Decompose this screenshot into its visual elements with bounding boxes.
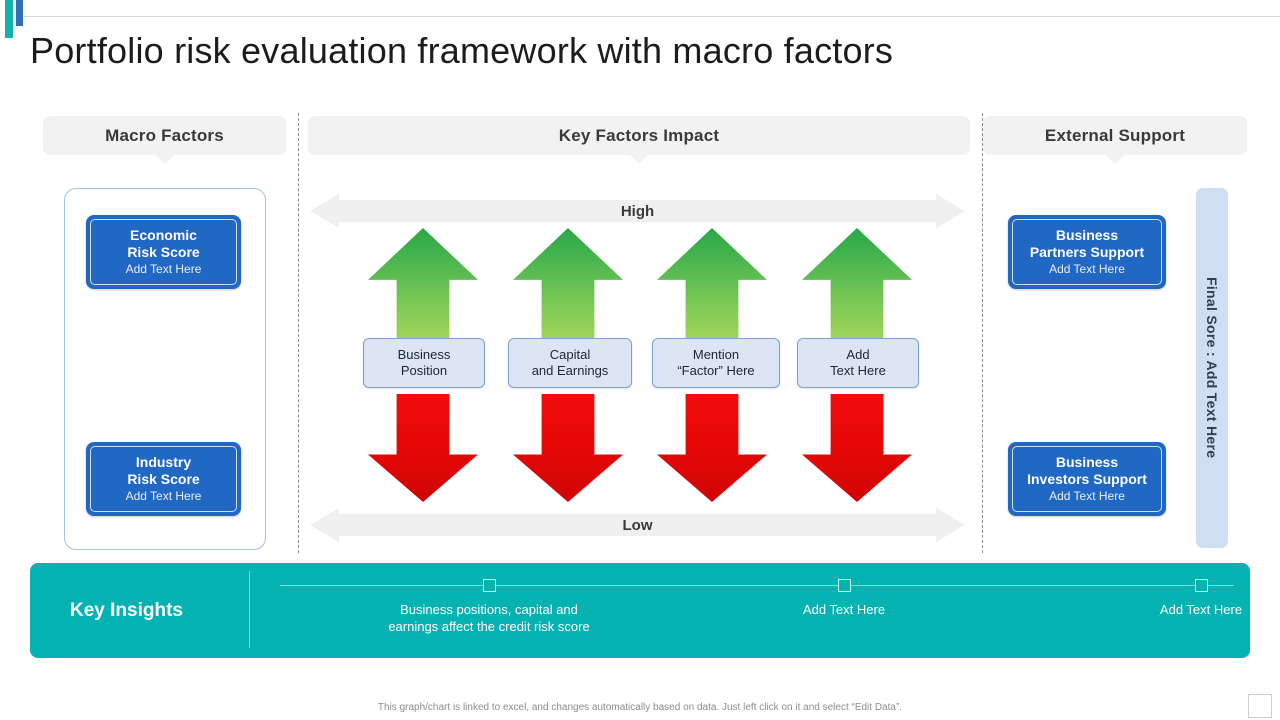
key-insights-timeline bbox=[280, 585, 1234, 586]
arrow-down-icon bbox=[657, 394, 767, 502]
factor-label-line2: Position bbox=[400, 363, 448, 378]
arrow-down-icon bbox=[513, 394, 623, 502]
card-title-line2: Risk Score bbox=[127, 471, 200, 487]
factor-column-business-position[interactable]: Business Position bbox=[363, 228, 485, 502]
accent-bar-blue bbox=[16, 0, 23, 26]
factor-label-line1: Capital bbox=[549, 347, 591, 362]
arrow-down-icon bbox=[802, 394, 912, 502]
key-insight-text: Business positions, capital and earnings… bbox=[359, 601, 619, 635]
factor-label-line1: Add bbox=[846, 347, 870, 362]
column-header-key-factors-impact: Key Factors Impact bbox=[308, 116, 970, 164]
scale-bar-body bbox=[339, 514, 936, 536]
arrow-left-icon bbox=[310, 508, 339, 542]
card-economic-risk-score[interactable]: Economic Risk Score Add Text Here bbox=[86, 215, 241, 289]
factor-label-line1: Business bbox=[397, 347, 451, 362]
factor-label: Business Position bbox=[363, 338, 485, 388]
arrow-up-icon bbox=[802, 228, 912, 346]
column-header-external-support: External Support bbox=[983, 116, 1247, 164]
factor-label-line2: “Factor” Here bbox=[677, 363, 755, 378]
scale-bar-low: Low bbox=[310, 508, 965, 542]
key-insight-text-line1: Add Text Here bbox=[802, 602, 886, 617]
key-insight-text-line1: Add Text Here bbox=[1159, 602, 1243, 617]
card-title: Industry Risk Score bbox=[127, 454, 199, 488]
key-insight-text: Add Text Here bbox=[1071, 601, 1250, 618]
card-title: Business Investors Support bbox=[1027, 454, 1147, 488]
accent-bar-teal bbox=[5, 0, 13, 38]
column-header-macro-factors: Macro Factors bbox=[43, 116, 286, 164]
arrow-up-icon bbox=[657, 228, 767, 346]
square-marker-icon bbox=[1195, 579, 1208, 592]
key-insights-panel: Key Insights Business positions, capital… bbox=[30, 563, 1250, 658]
factor-column-add-text-here[interactable]: Add Text Here bbox=[797, 228, 919, 502]
top-divider-rule bbox=[24, 16, 1280, 17]
card-title-line1: Business bbox=[1055, 227, 1119, 243]
scale-label-low: Low bbox=[622, 516, 653, 534]
card-business-investors-support[interactable]: Business Investors Support Add Text Here bbox=[1008, 442, 1166, 516]
final-score-panel[interactable]: Final Sore : Add Text Here bbox=[1196, 188, 1228, 548]
card-title-line2: Investors Support bbox=[1027, 471, 1147, 487]
key-insight-text-line1: Business positions, capital and bbox=[400, 602, 578, 617]
arrow-left-icon bbox=[310, 194, 339, 228]
card-subtitle: Add Text Here bbox=[1049, 262, 1125, 276]
card-title: Economic Risk Score bbox=[127, 227, 199, 261]
page-title: Portfolio risk evaluation framework with… bbox=[30, 30, 894, 71]
footer-note: This graph/chart is linked to excel, and… bbox=[377, 702, 903, 713]
card-title-line1: Industry bbox=[135, 454, 192, 470]
column-divider-right bbox=[982, 113, 983, 553]
factor-column-mention-factor-here[interactable]: Mention “Factor” Here bbox=[652, 228, 780, 502]
factor-label-line1: Mention bbox=[692, 347, 740, 362]
factor-label-line2: Text Here bbox=[830, 363, 886, 378]
arrow-right-icon bbox=[936, 508, 965, 542]
arrow-up-icon bbox=[368, 228, 478, 346]
card-title-line2: Risk Score bbox=[127, 244, 200, 260]
card-industry-risk-score[interactable]: Industry Risk Score Add Text Here bbox=[86, 442, 241, 516]
factor-column-capital-and-earnings[interactable]: Capital and Earnings bbox=[508, 228, 632, 502]
scale-bar-high: High bbox=[310, 194, 965, 228]
factor-label: Capital and Earnings bbox=[508, 338, 632, 388]
arrow-right-icon bbox=[936, 194, 965, 228]
card-title: Business Partners Support bbox=[1030, 227, 1144, 261]
scale-bar-body bbox=[339, 200, 936, 222]
factor-label-line2: and Earnings bbox=[531, 363, 609, 378]
card-subtitle: Add Text Here bbox=[1049, 489, 1125, 503]
card-title-line1: Economic bbox=[130, 227, 197, 243]
factor-label: Add Text Here bbox=[797, 338, 919, 388]
square-marker-icon bbox=[483, 579, 496, 592]
card-subtitle: Add Text Here bbox=[125, 489, 202, 503]
key-insight-text-line2: earnings affect the credit risk score bbox=[388, 619, 590, 634]
arrow-down-icon bbox=[368, 394, 478, 502]
square-marker-icon bbox=[838, 579, 851, 592]
key-insights-title: Key Insights bbox=[30, 563, 250, 658]
card-title-line1: Business bbox=[1055, 454, 1119, 470]
arrow-up-icon bbox=[513, 228, 623, 346]
factor-label: Mention “Factor” Here bbox=[652, 338, 780, 388]
card-business-partners-support[interactable]: Business Partners Support Add Text Here bbox=[1008, 215, 1166, 289]
card-subtitle: Add Text Here bbox=[125, 262, 202, 276]
column-divider-left bbox=[298, 113, 299, 553]
final-score-label: Final Sore : Add Text Here bbox=[1204, 277, 1220, 459]
scale-label-high: High bbox=[620, 202, 655, 220]
key-insight-text: Add Text Here bbox=[714, 601, 974, 618]
corner-placeholder-box bbox=[1248, 694, 1272, 718]
card-title-line2: Partners Support bbox=[1029, 244, 1145, 260]
